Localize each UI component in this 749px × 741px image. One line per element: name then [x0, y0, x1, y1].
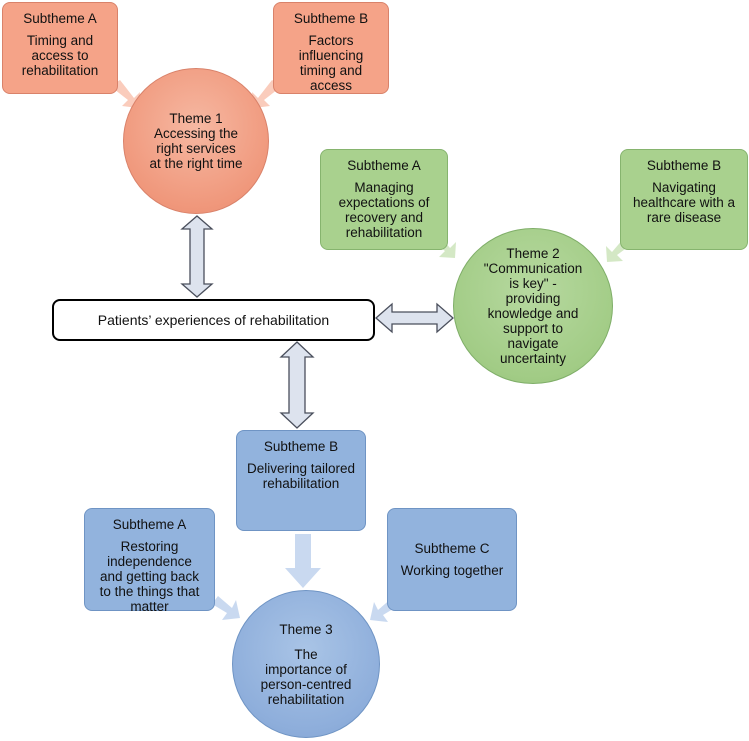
theme3-subtheme-c-box: Subtheme C Working together [387, 508, 517, 611]
theme2-subtheme-b-heading: Subtheme B [646, 158, 722, 173]
arrow-t3-subA [212, 596, 240, 620]
theme1-title: Theme 1 [169, 111, 223, 126]
theme2-subtheme-a-text: Managing expectations of recovery and re… [338, 180, 430, 240]
theme3-subtheme-a-text: Restoring independence and getting back … [99, 539, 200, 614]
theme1-subtheme-a-text: Timing and access to rehabilitation [21, 33, 99, 78]
theme2-subtheme-b-box: Subtheme B Navigating healthcare with a … [620, 149, 748, 250]
double-arrow-theme2 [375, 302, 454, 334]
theme3-subtheme-a-box: Subtheme A Restoring independence and ge… [84, 508, 215, 614]
theme2-circle: Theme 2 "Communication is key" - providi… [453, 228, 613, 384]
double-arrow-theme1 [180, 215, 214, 298]
theme3-subtheme-b-text: Delivering tailored rehabilitation [246, 461, 356, 491]
theme2-subtheme-b-text: Navigating healthcare with a rare diseas… [632, 180, 736, 225]
theme1-subtheme-b-heading: Subtheme B [293, 11, 369, 26]
theme3-title: Theme 3 [279, 621, 333, 637]
theme2-subtheme-a-box: Subtheme A Managing expectations of reco… [320, 149, 448, 250]
core-concept-label: Patients’ experiences of rehabilitation [97, 312, 330, 328]
theme3-subtheme-a-heading: Subtheme A [112, 517, 187, 532]
theme2-subtheme-a-heading: Subtheme A [347, 158, 421, 173]
theme2-title: Theme 2 [506, 246, 560, 261]
theme3-subtheme-c-text: Working together [400, 563, 504, 578]
arrow-t3-subB [285, 534, 321, 588]
core-concept-box: Patients’ experiences of rehabilitation [52, 299, 375, 341]
theme1-circle: Theme 1 Accessing the right services at … [123, 68, 269, 214]
theme1-subtheme-a-box: Subtheme A Timing and access to rehabili… [2, 2, 118, 94]
theme3-subtheme-b-box: Subtheme B Delivering tailored rehabilit… [236, 430, 366, 531]
theme1-text: Accessing the right services at the righ… [149, 126, 243, 171]
theme3-text: The importance of person-centred rehabil… [260, 646, 352, 707]
theme1-subtheme-b-box: Subtheme B Factors influencing timing an… [273, 2, 389, 94]
theme3-subtheme-c-heading: Subtheme C [414, 541, 490, 556]
theme1-subtheme-a-heading: Subtheme A [23, 11, 97, 26]
double-arrow-theme3 [279, 341, 315, 429]
theme1-subtheme-b-text: Factors influencing timing and access [298, 33, 364, 93]
theme3-circle: Theme 3 The importance of person-centred… [232, 590, 380, 738]
theme2-text: "Communication is key" - providing knowl… [483, 261, 583, 366]
theme3-subtheme-b-heading: Subtheme B [263, 439, 339, 454]
